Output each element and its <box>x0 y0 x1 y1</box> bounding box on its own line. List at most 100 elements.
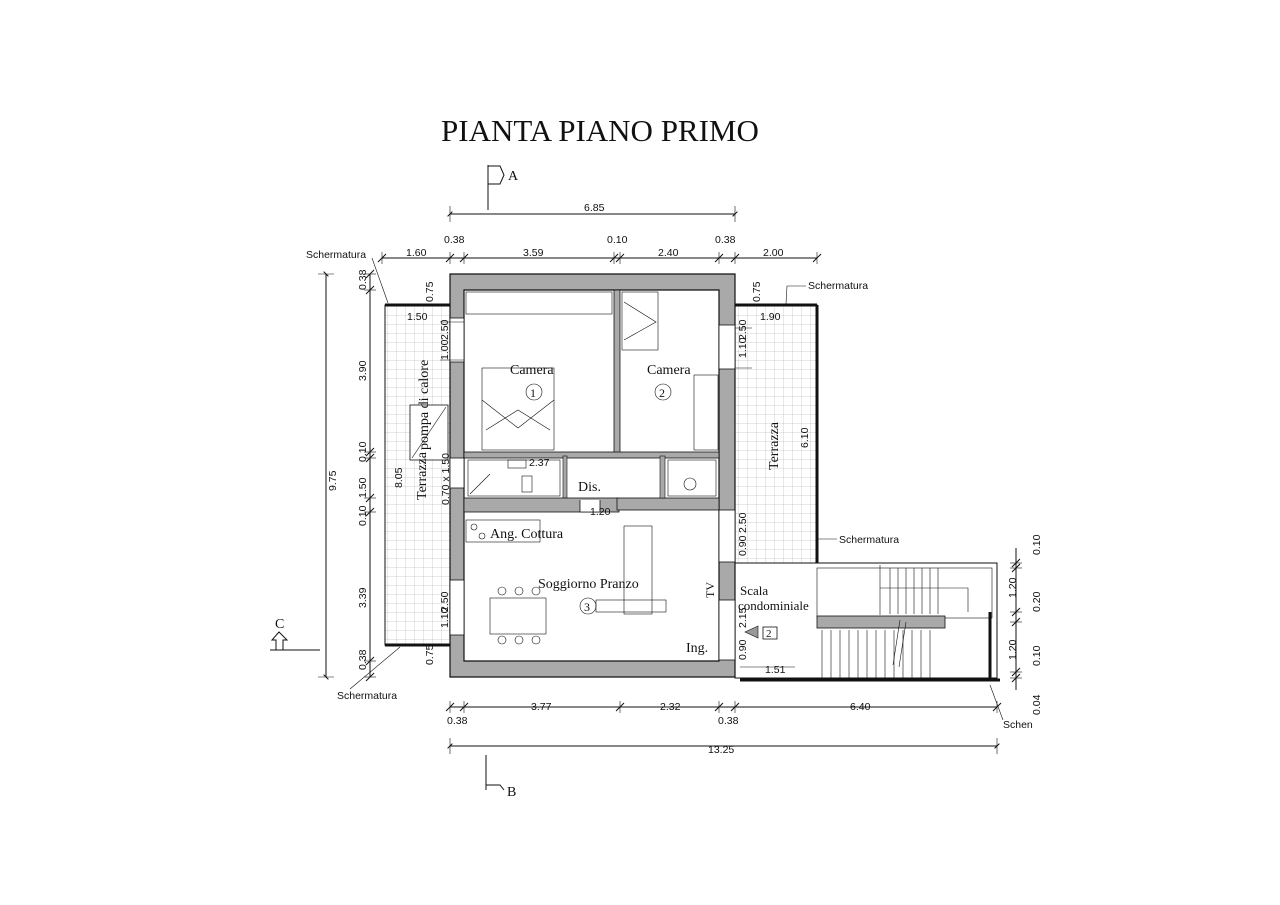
room-labels: Camera 1 Camera 2 Dis. Ang. Cottura Sogg… <box>490 363 717 656</box>
left-terrace: pompa di calore Terrazza 8.05 <box>384 303 451 647</box>
svg-text:0.10: 0.10 <box>1031 645 1043 666</box>
svg-text:0.75: 0.75 <box>751 281 763 302</box>
svg-text:2.00: 2.00 <box>763 247 784 259</box>
svg-text:6.10: 6.10 <box>799 427 811 448</box>
svg-text:2: 2 <box>659 386 665 400</box>
svg-text:0.38: 0.38 <box>447 715 468 727</box>
svg-text:0.10: 0.10 <box>357 505 369 526</box>
svg-text:2.37: 2.37 <box>529 457 550 469</box>
schermatura-labels: Schermatura Schermatura Schermatura Sche… <box>306 249 1033 731</box>
entry-marker <box>762 626 778 640</box>
camera-2-label: Camera <box>647 363 691 378</box>
terrazza-left-label: Terrazza <box>415 451 430 500</box>
svg-text:3.59: 3.59 <box>523 247 544 259</box>
svg-text:0.90: 0.90 <box>737 639 749 660</box>
svg-text:0.75: 0.75 <box>424 644 436 665</box>
wardrobe-1 <box>465 291 613 315</box>
svg-text:1: 1 <box>530 386 536 400</box>
svg-text:1.50: 1.50 <box>407 311 428 323</box>
svg-text:6.40: 6.40 <box>850 701 871 713</box>
tv-label: TV <box>703 582 717 598</box>
soggiorno-label: Soggiorno Pranzo <box>538 577 639 592</box>
svg-text:0.38: 0.38 <box>357 269 369 290</box>
svg-text:C: C <box>275 617 284 632</box>
svg-text:6.85: 6.85 <box>584 202 605 214</box>
svg-text:1.20: 1.20 <box>590 506 611 518</box>
right-dimensions: 0.10 1.20 0.20 1.20 0.10 0.04 <box>1007 534 1043 715</box>
terrazza-right-label: Terrazza <box>767 421 782 470</box>
svg-text:0.75: 0.75 <box>424 281 436 302</box>
svg-text:Schermatura: Schermatura <box>839 534 899 546</box>
svg-text:2.50: 2.50 <box>737 319 749 340</box>
svg-text:2.50: 2.50 <box>439 591 451 612</box>
svg-text:0.38: 0.38 <box>718 715 739 727</box>
svg-text:2.40: 2.40 <box>658 247 679 259</box>
svg-text:3.90: 3.90 <box>357 360 369 381</box>
svg-text:0.10: 0.10 <box>1031 534 1043 555</box>
top-dimensions: 6.85 1.60 0.38 3.59 0.10 2.40 0.38 2.00 <box>377 202 822 264</box>
dining-table <box>489 597 547 635</box>
bottom-dimensions: 0.38 3.77 2.32 0.38 6.40 13.25 <box>445 701 1002 756</box>
plan-title: PIANTA PIANO PRIMO <box>441 113 759 148</box>
svg-text:0.10: 0.10 <box>607 234 628 246</box>
svg-text:A: A <box>508 169 519 184</box>
section-marker-b: B <box>485 755 516 800</box>
svg-text:2.32: 2.32 <box>660 701 681 713</box>
pompa-label: pompa di calore <box>417 360 432 450</box>
bathroom-2 <box>667 459 717 497</box>
kitchen-counter <box>465 519 541 543</box>
svg-text:Schermatura: Schermatura <box>337 690 397 702</box>
svg-text:1.00: 1.00 <box>439 339 451 360</box>
ingresso-label: Ing. <box>686 641 708 656</box>
svg-text:1.51: 1.51 <box>765 664 786 676</box>
svg-text:3.39: 3.39 <box>357 587 369 608</box>
svg-text:2.50: 2.50 <box>737 512 749 533</box>
sofa <box>623 525 653 615</box>
svg-text:1.20: 1.20 <box>1007 639 1019 660</box>
furniture <box>465 291 719 645</box>
right-terrace: Terrazza 6.10 <box>734 303 819 564</box>
svg-text:0.38: 0.38 <box>444 234 465 246</box>
svg-text:B: B <box>507 785 516 800</box>
svg-text:1.10: 1.10 <box>439 607 451 628</box>
svg-text:0.10: 0.10 <box>357 441 369 462</box>
ang-cottura-label: Ang. Cottura <box>490 527 564 542</box>
interior-walls <box>463 289 720 513</box>
svg-text:2: 2 <box>766 628 772 640</box>
svg-text:2.15: 2.15 <box>737 607 749 628</box>
scala-label-line2: condominiale <box>738 598 809 613</box>
svg-text:8.05: 8.05 <box>393 467 405 488</box>
dis-label: Dis. <box>578 480 601 495</box>
svg-text:Schen: Schen <box>1003 719 1033 731</box>
svg-text:1.60: 1.60 <box>406 247 427 259</box>
entry-arrow-icon <box>744 625 759 639</box>
svg-text:3.77: 3.77 <box>531 701 552 713</box>
bed-2 <box>621 291 659 351</box>
section-marker-c: C <box>270 617 320 651</box>
inner-dimensions: 0.75 1.50 1.00 2.50 0.75 1.90 1.10 2.50 … <box>407 281 795 676</box>
svg-text:1.20: 1.20 <box>1007 577 1019 598</box>
svg-text:1.50: 1.50 <box>357 477 369 498</box>
svg-text:3: 3 <box>584 600 590 614</box>
svg-text:0.04: 0.04 <box>1031 694 1043 715</box>
scala-label-line1: Scala <box>740 583 768 598</box>
svg-text:1.10: 1.10 <box>737 337 749 358</box>
svg-text:1.90: 1.90 <box>760 311 781 323</box>
svg-text:0.38: 0.38 <box>357 649 369 670</box>
outer-walls <box>449 273 736 678</box>
svg-text:Schermatura: Schermatura <box>808 280 868 292</box>
stairwell: Scala condominiale 2 <box>734 562 1000 682</box>
bed-1 <box>481 367 555 451</box>
svg-text:0.70 x 1.50: 0.70 x 1.50 <box>440 453 452 505</box>
section-marker-a: A <box>487 165 519 210</box>
svg-text:Schermatura: Schermatura <box>306 249 366 261</box>
svg-text:0.20: 0.20 <box>1031 591 1043 612</box>
svg-text:2.50: 2.50 <box>439 319 451 340</box>
camera-1-label: Camera <box>510 363 554 378</box>
svg-text:9.75: 9.75 <box>327 470 339 491</box>
svg-text:13.25: 13.25 <box>708 744 734 756</box>
svg-text:0.38: 0.38 <box>715 234 736 246</box>
svg-text:0.90: 0.90 <box>737 535 749 556</box>
wardrobe-2 <box>693 374 719 451</box>
